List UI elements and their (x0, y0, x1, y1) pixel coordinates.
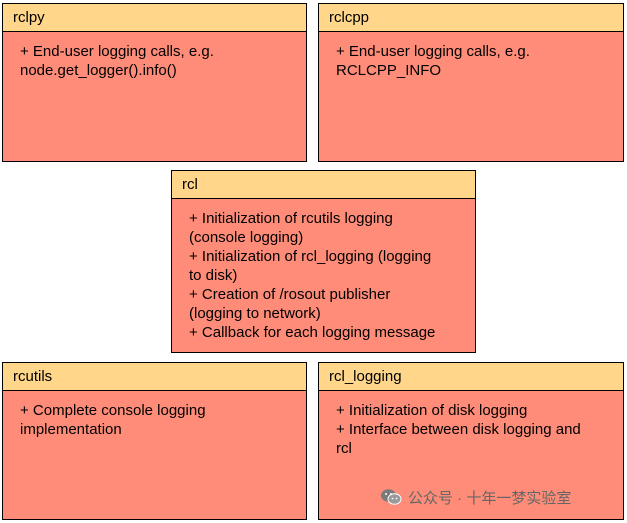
wechat-icon (381, 489, 402, 505)
rcutils-line: implementation (20, 421, 122, 438)
rclpy-box: rclpy + End-user logging calls, e.g. nod… (2, 3, 307, 162)
rcl-logging-box: rcl_logging + Initialization of disk log… (318, 362, 624, 520)
rcl-line: to disk) (189, 267, 238, 284)
rcl-line: (console logging) (189, 229, 304, 246)
rclcpp-title: rclcpp (319, 4, 623, 32)
rclcpp-box: rclcpp + End-user logging calls, e.g. RC… (318, 3, 624, 162)
rcl-box: rcl + Initialization of rcutils logging … (171, 170, 476, 353)
rcl-logging-title: rcl_logging (319, 363, 623, 391)
rclcpp-body: + End-user logging calls, e.g. RCLCPP_IN… (319, 32, 623, 80)
rcutils-box: rcutils + Complete console logging imple… (2, 362, 307, 520)
rclcpp-line: + End-user logging calls, e.g. (336, 43, 530, 60)
rclcpp-line: RCLCPP_INFO (336, 62, 442, 79)
rcl-line: + Callback for each logging message (189, 324, 436, 341)
rclpy-title: rclpy (3, 4, 306, 32)
rclpy-line: node.get_logger().info() (20, 62, 177, 79)
rcl-line: (logging to network) (189, 305, 321, 322)
rclpy-body: + End-user logging calls, e.g. node.get_… (3, 32, 306, 80)
rcl-logging-line: rcl (336, 440, 352, 457)
rcl-logging-line: + Interface between disk logging and (336, 421, 581, 438)
rcutils-body: + Complete console logging implementatio… (3, 391, 306, 439)
rcl-line: + Initialization of rcutils logging (189, 210, 393, 227)
watermark: 公众号 · 十年一梦实验室 (380, 487, 571, 507)
rcl-body: + Initialization of rcutils logging (con… (172, 199, 475, 342)
rcl-title: rcl (172, 171, 475, 199)
rcutils-line: + Complete console logging (20, 402, 206, 419)
rcl-line: + Creation of /rosout publisher (189, 286, 391, 303)
watermark-text: 公众号 · 十年一梦实验室 (408, 489, 572, 507)
rclpy-line: + End-user logging calls, e.g. (20, 43, 214, 60)
rcl-logging-body: + Initialization of disk logging + Inter… (319, 391, 623, 458)
rcl-line: + Initialization of rcl_logging (logging (189, 248, 432, 265)
rcl-logging-line: + Initialization of disk logging (336, 402, 528, 419)
rcutils-title: rcutils (3, 363, 306, 391)
